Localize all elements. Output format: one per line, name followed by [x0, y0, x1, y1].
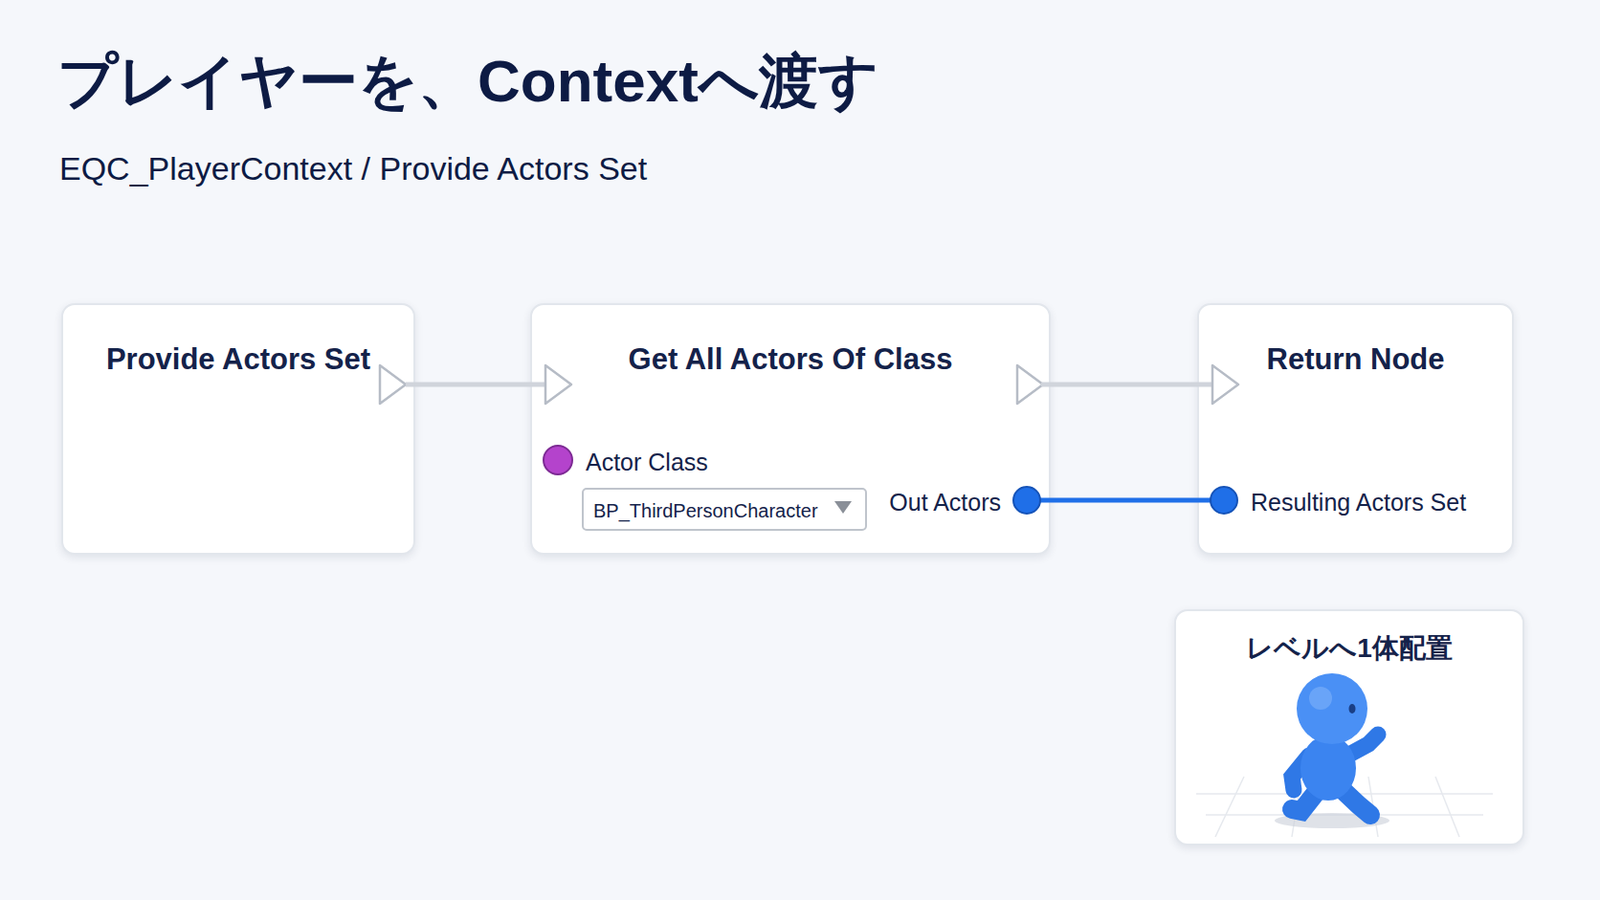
function-node: BP_ThirdPersonCharacter Get All Actors Of… [530, 303, 1051, 556]
arrow-head [545, 365, 572, 404]
pin-label: Resulting Actors Set [1250, 488, 1467, 517]
class-pin [543, 445, 573, 475]
card-title: レベルへ1体配置 [1176, 632, 1523, 666]
note-card: レベルへ1体配置 [1174, 609, 1525, 846]
dropdown-arrow [834, 501, 852, 514]
node-title: Return Node [1199, 341, 1512, 378]
data-in-pin [1210, 487, 1238, 514]
exec-wire [405, 382, 546, 388]
dropdown-value: BP_ThirdPersonCharacter [593, 499, 819, 523]
data-wire [1050, 498, 1198, 504]
pin-wire [1197, 498, 1224, 504]
subtitle-label: EQC_PlayerContext / Provide Actors Set [59, 149, 647, 189]
node-title: Get All Actors Of Class [532, 341, 1049, 378]
character-illustration [1196, 673, 1493, 838]
event-node: Provide Actors Set [61, 303, 416, 556]
exec-wire [1041, 382, 1213, 388]
return-node: Return NodeResulting Actors Set [1197, 303, 1514, 556]
data-out-pin [1013, 487, 1041, 514]
pin-label: Out Actors [888, 488, 1001, 517]
exec-out-pin [1017, 365, 1044, 404]
class-dropdown: BP_ThirdPersonCharacter [581, 488, 867, 532]
node-title: Provide Actors Set [63, 341, 414, 378]
arrow-head [1212, 365, 1239, 404]
page-title: プレイヤーを、Contextへ渡す [57, 45, 879, 117]
pin-label: Actor Class [585, 447, 709, 477]
exec-out-pin [379, 365, 406, 404]
pin-wire [1026, 498, 1051, 504]
